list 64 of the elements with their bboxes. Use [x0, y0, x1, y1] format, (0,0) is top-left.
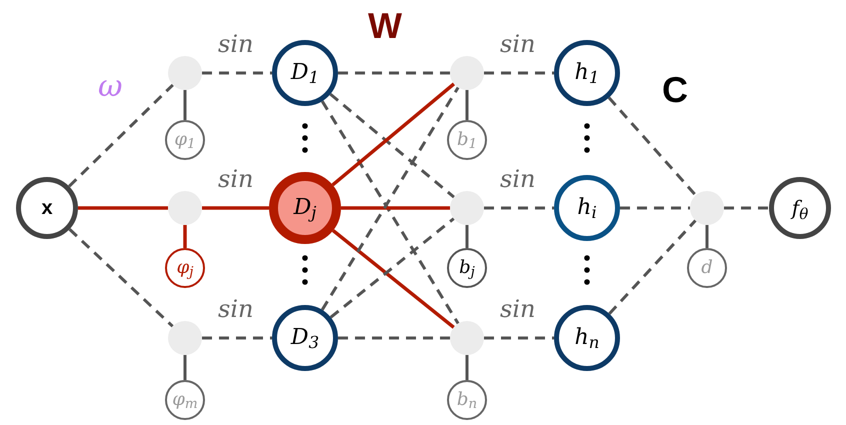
- math-label: sin: [218, 32, 254, 56]
- bias-node: [165, 120, 205, 160]
- highlighted-connection: [341, 206, 450, 210]
- sum-node: [168, 191, 202, 225]
- node-label: D$_{3}$: [290, 327, 320, 349]
- connection-line: [68, 228, 174, 328]
- node-label: b$_{j}$: [459, 259, 475, 277]
- connection-line: [68, 84, 174, 188]
- connection-line: [338, 336, 450, 340]
- highlighted-connection: [202, 206, 269, 210]
- sum-node: [450, 56, 484, 90]
- node-label: b$_{1}$: [456, 131, 478, 149]
- math-label: ω: [98, 72, 122, 102]
- math-label: sin: [218, 297, 254, 321]
- node-label: x: [41, 198, 53, 218]
- highlighted-connection: [183, 225, 187, 248]
- connection-line: [466, 90, 468, 120]
- node-label: h$_{1}$: [574, 62, 600, 84]
- math-label: C: [662, 72, 688, 108]
- connection-line: [330, 217, 455, 319]
- connection-line: [706, 225, 708, 248]
- bias-node: [447, 248, 487, 288]
- node-label: b$_{n}$: [456, 391, 478, 409]
- node-label: φ$_{j}$: [176, 259, 194, 277]
- connection-line: [484, 72, 554, 74]
- math-label: sin: [500, 297, 536, 321]
- connection-line: [484, 336, 554, 340]
- node-label: φ$_{1}$: [174, 131, 196, 149]
- node-label: φ$_{m}$: [172, 391, 198, 409]
- highlighted-connection: [78, 206, 168, 210]
- sum-node: [690, 191, 724, 225]
- sum-node: [450, 321, 484, 355]
- bias-node: [447, 380, 487, 420]
- connection-line: [184, 90, 186, 120]
- bias-node: [165, 380, 205, 420]
- bias-node: [447, 120, 487, 160]
- connection-line: [466, 355, 468, 380]
- connection-line: [184, 355, 186, 380]
- connection-line: [608, 219, 697, 315]
- connection-line: [329, 92, 455, 198]
- highlighted-connection: [332, 82, 456, 186]
- connection-line: [202, 336, 272, 340]
- math-label: sin: [218, 167, 254, 191]
- node-label: D$_{1}$: [290, 62, 320, 84]
- math-label: sin: [500, 167, 536, 191]
- sum-node: [168, 56, 202, 90]
- io-node: [16, 177, 78, 239]
- connection-line: [466, 225, 468, 248]
- connection-line: [608, 96, 697, 196]
- connection-line: [724, 206, 769, 210]
- connection-line: [202, 72, 272, 74]
- bias-node: [687, 248, 727, 288]
- math-label: sin: [500, 32, 536, 56]
- node-label: f$_{θ}$: [792, 198, 808, 218]
- bias-node: [165, 248, 205, 288]
- connection-line: [620, 206, 690, 210]
- sum-node: [168, 321, 202, 355]
- node-label: h$_{i}$: [577, 197, 597, 219]
- connection-line: [484, 206, 554, 210]
- node-label: h$_{n}$: [574, 327, 600, 349]
- sum-node: [450, 191, 484, 225]
- node-label: d: [701, 259, 713, 277]
- math-label: W: [368, 8, 402, 44]
- connection-line: [338, 72, 450, 74]
